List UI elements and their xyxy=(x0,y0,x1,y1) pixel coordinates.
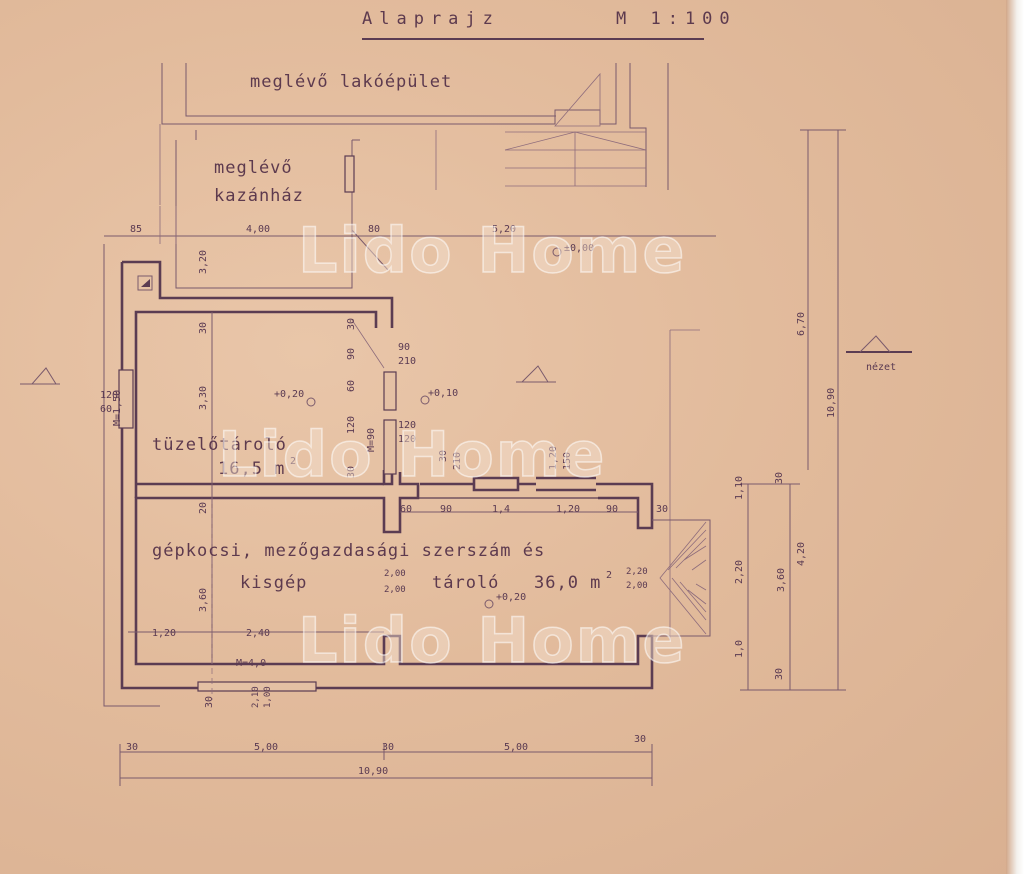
dim-label: 5,20 xyxy=(492,224,516,235)
dim-label: 30 xyxy=(126,742,138,753)
dim-label: 30 xyxy=(198,322,209,334)
dim-label: 3,20 xyxy=(198,250,209,274)
paper-edge xyxy=(1006,0,1024,874)
dim-label: 30 xyxy=(382,742,394,753)
dim-label: 1,00 xyxy=(263,686,273,708)
dim-label: M=1,50 xyxy=(112,390,123,426)
dim-label: 4,00 xyxy=(246,224,270,235)
dim-label: 4,20 xyxy=(796,542,807,566)
dim-label: 5,00 xyxy=(504,742,528,753)
dim-label: 1,4 xyxy=(492,504,510,515)
level-markers xyxy=(306,247,562,609)
level-label: ±0,00 xyxy=(564,243,594,254)
dim-label: 30 xyxy=(346,466,357,478)
dim-label: 3,60 xyxy=(198,588,209,612)
watermark: Lido Home xyxy=(218,418,606,491)
dim-label: 150 xyxy=(562,452,573,470)
garage-label-2: kisgép xyxy=(240,573,307,593)
dim-label: M=4,0 xyxy=(236,658,266,669)
level-label: +0,20 xyxy=(496,592,526,603)
dim-label: 90 xyxy=(398,342,410,353)
section-markers xyxy=(20,335,912,385)
ramp-stairs xyxy=(652,519,711,637)
boiler-house-label-1: meglévő xyxy=(214,158,293,178)
dim-label: 120 xyxy=(398,434,416,445)
view-label: nézet xyxy=(866,361,896,373)
dim-label: 30 xyxy=(346,318,357,330)
watermark: Lido Home xyxy=(298,604,686,677)
guide-lines xyxy=(435,130,700,640)
dim-label: 6,70 xyxy=(796,312,807,336)
chimney-mark xyxy=(141,279,150,287)
plan-title: Alaprajz xyxy=(362,9,500,29)
fuel-store-walls xyxy=(120,260,654,690)
dimension-labels: 85 4,00 80 5,20 120 60 90 210 120 120 60… xyxy=(100,224,668,777)
dim-label: 120 xyxy=(346,416,357,434)
level-label: +0,20 xyxy=(274,389,304,400)
existing-house-outline xyxy=(159,63,669,205)
dim-label: 80 xyxy=(368,224,380,235)
dim-label: 3,60 xyxy=(776,568,787,592)
dim-label: 1,10 xyxy=(734,476,745,500)
garage-label-1: gépkocsi, mezőgazdasági szerszám és xyxy=(152,541,545,561)
garage-label-3: tároló xyxy=(432,573,499,593)
dim-label: 210 xyxy=(452,452,463,470)
area-exponent: 2 xyxy=(606,570,612,581)
dim-label: M=90 xyxy=(366,428,377,452)
dim-label: 60 xyxy=(100,404,112,415)
window-south xyxy=(197,681,317,692)
dim-label: 30 xyxy=(774,668,785,680)
dim-label: 30 xyxy=(438,450,449,462)
dimension-lines xyxy=(103,129,846,786)
window-west xyxy=(118,369,134,429)
dim-label: 90 xyxy=(346,348,357,360)
dim-label: 5,00 xyxy=(254,742,278,753)
dim-label: 30 xyxy=(634,734,646,745)
dim-label: 120 xyxy=(398,420,416,431)
dim-label: 2,00 xyxy=(626,581,648,591)
dim-label: 30 xyxy=(774,472,785,484)
level-label: +0,10 xyxy=(428,388,458,399)
dim-label: 10,90 xyxy=(826,388,837,418)
window-east-lower xyxy=(383,419,397,475)
plan-scale: M 1:100 xyxy=(616,9,737,29)
dim-label: 10,90 xyxy=(358,766,388,777)
dim-label: 2,40 xyxy=(246,628,270,639)
area-exponent: 2 xyxy=(290,456,296,467)
garage-area: 36,0 m xyxy=(534,573,601,593)
dim-label: 90 xyxy=(440,504,452,515)
dim-label: 30 xyxy=(656,504,668,515)
boiler-house-label-2: kazánház xyxy=(214,186,304,206)
dim-label: 2,10 xyxy=(251,686,261,708)
existing-house-label: meglévő lakóépület xyxy=(250,72,452,92)
dim-label: 2,00 xyxy=(384,569,406,579)
dim-label: 2,20 xyxy=(734,560,745,584)
dim-label: 85 xyxy=(130,224,142,235)
dim-label: 1,20 xyxy=(152,628,176,639)
dim-label: 60 xyxy=(400,504,412,515)
dim-label: 3,30 xyxy=(198,386,209,410)
door-swing xyxy=(351,319,385,369)
dim-label: 120 xyxy=(100,390,118,401)
dim-label: 1,20 xyxy=(548,446,559,470)
dim-label: 20 xyxy=(198,502,209,514)
dim-label: 210 xyxy=(398,356,416,367)
dim-label: 60 xyxy=(346,380,357,392)
window-east-upper xyxy=(383,371,397,411)
fuel-store-area: 16,5 m xyxy=(218,459,285,479)
dim-label: 1,20 xyxy=(556,504,580,515)
dim-label: 2,00 xyxy=(384,585,406,595)
fuel-store-label: tüzelőtároló xyxy=(152,435,287,455)
watermark: Lido Home xyxy=(298,214,686,287)
dim-label: 1,0 xyxy=(734,640,745,658)
dim-label: 30 xyxy=(204,696,215,708)
dim-label: 90 xyxy=(606,504,618,515)
chimney xyxy=(137,275,153,291)
dimension-labels-vertical: 3,20 30 3,30 M=1,50 30 90 60 120 30 M=90… xyxy=(112,250,837,708)
dim-label: 2,20 xyxy=(626,567,648,577)
